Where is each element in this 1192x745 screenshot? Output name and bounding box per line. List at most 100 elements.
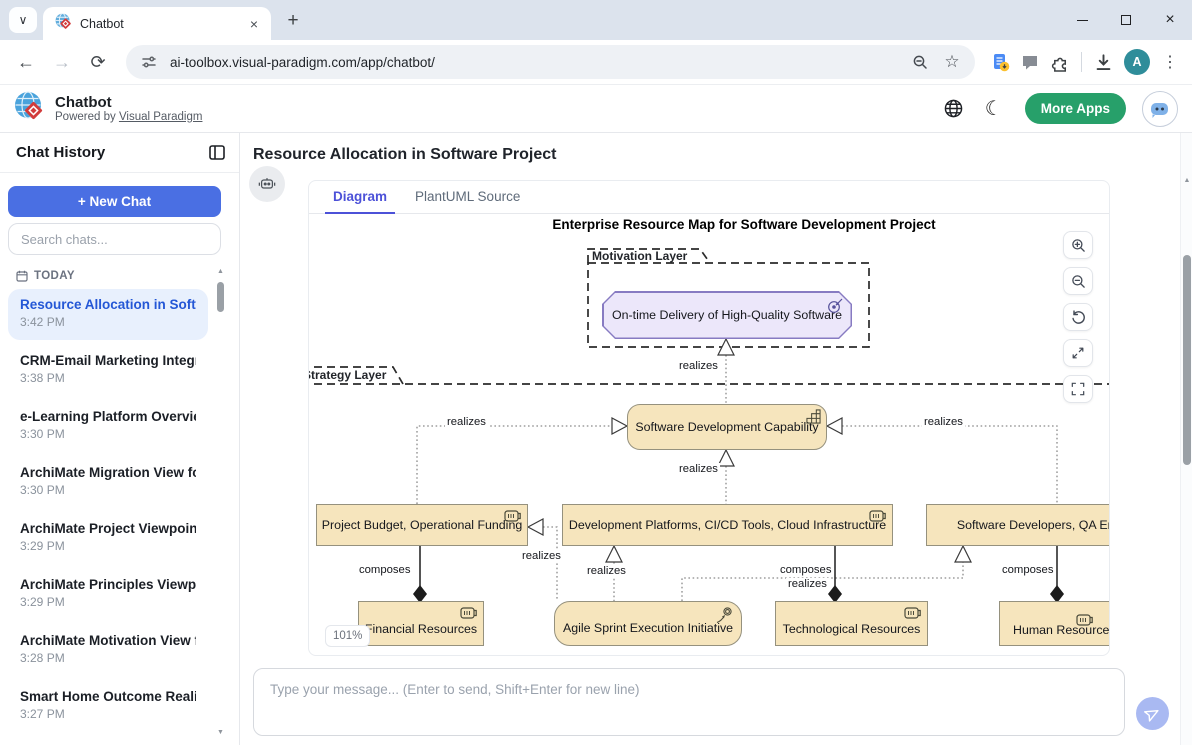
node-label: Technological Resources — [782, 621, 921, 636]
edge-label-realizes: realizes — [786, 578, 829, 591]
chat-list-item[interactable]: ArchiMate Migration View fo... 3:30 PM — [8, 457, 208, 508]
downloads-icon[interactable] — [1090, 53, 1116, 72]
tab-title: Chatbot — [80, 16, 124, 31]
edge-label-realizes: realizes — [677, 463, 720, 476]
app-title: Chatbot — [55, 93, 112, 111]
chat-item-time: 3:38 PM — [20, 371, 65, 385]
assistant-message-card: Diagram PlantUML Source Enterprise Resou… — [308, 180, 1110, 656]
diagram-canvas[interactable]: Enterprise Resource Map for Software Dev… — [309, 214, 1109, 655]
chat-extension-icon[interactable] — [1017, 53, 1043, 71]
reset-view-button[interactable] — [1063, 303, 1093, 331]
zoom-out-button[interactable] — [1063, 267, 1093, 295]
search-chats-input[interactable] — [8, 223, 221, 255]
chat-item-title: ArchiMate Migration View fo... — [20, 465, 196, 480]
dark-mode-moon-icon[interactable]: ☾ — [984, 98, 1003, 120]
collapse-sidebar-icon[interactable] — [209, 145, 225, 160]
chat-item-time: 3:30 PM — [20, 483, 65, 497]
browser-profile-avatar[interactable]: A — [1124, 49, 1150, 75]
scroll-up-icon[interactable]: ▲ — [217, 268, 224, 275]
chat-list-item[interactable]: e-Learning Platform Overview 3:30 PM — [8, 401, 208, 452]
browser-titlebar: ∨ Chatbot × + × — [0, 0, 1192, 40]
window-maximize-button[interactable] — [1104, 0, 1148, 40]
node-software-developers[interactable]: Software Developers, QA Engineers — [926, 504, 1109, 546]
today-section-header: TODAY — [16, 270, 75, 282]
chat-list-item[interactable]: Smart Home Outcome Realiz... 3:27 PM — [8, 681, 208, 732]
page-scrollbar-thumb[interactable] — [1183, 255, 1191, 465]
reload-button[interactable]: ⟳ — [90, 51, 106, 72]
chat-list-item[interactable]: CRM-Email Marketing Integr... 3:38 PM — [8, 345, 208, 396]
scroll-up-icon[interactable]: ▲ — [1183, 177, 1191, 184]
send-button[interactable] — [1136, 697, 1169, 730]
more-apps-button[interactable]: More Apps — [1024, 93, 1126, 124]
fullscreen-button[interactable] — [1063, 339, 1093, 367]
node-human-resources[interactable]: Human Resources — [999, 601, 1109, 646]
motivation-layer-label: Motivation Layer — [592, 249, 688, 263]
node-goal[interactable]: On-time Delivery of High-Quality Softwar… — [602, 291, 852, 339]
diagram-zoom-toolbar — [1063, 231, 1093, 403]
url-bar[interactable]: ai-toolbox.visual-paradigm.com/app/chatb… — [126, 45, 975, 79]
node-label: Software Developers, QA Engineers — [956, 518, 1109, 532]
page-scrollbar[interactable]: ▲ — [1180, 133, 1192, 745]
chat-list-item[interactable]: ArchiMate Project Viewpoint... 3:29 PM — [8, 513, 208, 564]
message-input[interactable] — [254, 669, 1124, 735]
visual-paradigm-link[interactable]: Visual Paradigm — [118, 110, 203, 123]
chat-item-time: 3:27 PM — [20, 707, 65, 721]
docs-extension-icon[interactable] — [987, 53, 1013, 72]
back-button[interactable]: ← — [17, 51, 35, 72]
chat-item-title: ArchiMate Principles Viewpo... — [20, 577, 196, 592]
tab-diagram[interactable]: Diagram — [321, 183, 399, 214]
browser-menu-icon[interactable]: ⋮ — [1162, 54, 1178, 71]
zoom-in-button[interactable] — [1063, 231, 1093, 259]
language-globe-icon[interactable] — [939, 99, 969, 118]
node-label: Development Platforms, CI/CD Tools, Clou… — [568, 518, 887, 532]
chat-list-item[interactable]: ArchiMate Motivation View f... 3:28 PM — [8, 625, 208, 676]
sidebar-title: Chat History — [16, 144, 106, 161]
extensions-puzzle-icon[interactable] — [1047, 53, 1073, 72]
close-icon: × — [1165, 11, 1175, 28]
resource-icon — [504, 510, 521, 522]
node-development-platforms[interactable]: Development Platforms, CI/CD Tools, Clou… — [562, 504, 893, 546]
edge-label-composes: composes — [1000, 564, 1056, 577]
zoom-level-badge: 101% — [325, 625, 371, 647]
chat-item-title: ArchiMate Motivation View f... — [20, 633, 196, 648]
app-header: Chatbot Powered by Visual Paradigm ☾ Mor… — [0, 85, 1192, 133]
node-project-budget[interactable]: Project Budget, Operational Funding — [316, 504, 528, 546]
chatbot-badge-icon[interactable] — [1142, 90, 1178, 127]
site-settings-icon[interactable] — [138, 54, 160, 70]
fit-to-view-button[interactable] — [1063, 375, 1093, 403]
browser-tab[interactable]: Chatbot × — [43, 7, 271, 40]
node-technological-resources[interactable]: Technological Resources — [775, 601, 928, 646]
node-software-development-capability[interactable]: Software Development Capability — [627, 404, 827, 450]
tab-plantuml-source[interactable]: PlantUML Source — [415, 189, 521, 204]
tab-close-icon[interactable]: × — [249, 15, 259, 32]
window-close-button[interactable]: × — [1148, 0, 1192, 40]
resource-icon — [869, 510, 886, 522]
node-label: Human Resources — [1013, 622, 1109, 637]
node-label: Agile Sprint Execution Initiative — [562, 620, 734, 635]
chat-list-item[interactable]: ArchiMate Principles Viewpo... 3:29 PM — [8, 569, 208, 620]
scroll-down-icon[interactable]: ▼ — [217, 729, 224, 736]
goal-icon — [827, 298, 843, 314]
edge-label-realizes: realizes — [520, 550, 563, 563]
node-label: Financial Resources — [364, 621, 478, 636]
new-tab-button[interactable]: + — [287, 10, 299, 31]
new-chat-button[interactable]: + New Chat — [8, 186, 221, 217]
forward-button[interactable]: → — [53, 51, 71, 72]
chat-list-item[interactable]: Resource Allocation in Softw... 3:42 PM — [8, 289, 208, 340]
sidebar-scrollbar-thumb[interactable] — [217, 282, 224, 312]
window-minimize-button[interactable] — [1060, 0, 1104, 40]
page-title: Resource Allocation in Software Project — [253, 146, 557, 163]
tab-search-chevron-icon[interactable]: ∨ — [9, 7, 37, 33]
edge-label-realizes: realizes — [922, 416, 965, 429]
diagram-title: Enterprise Resource Map for Software Dev… — [552, 217, 936, 232]
sidebar-scrollbar[interactable]: ▲ ▼ — [215, 268, 226, 740]
url-text[interactable]: ai-toolbox.visual-paradigm.com/app/chatb… — [170, 54, 435, 70]
node-financial-resources[interactable]: Financial Resources — [358, 601, 484, 646]
diagram-connectors — [309, 248, 1109, 603]
zoom-page-icon[interactable] — [909, 54, 931, 71]
edge-label-realizes: realizes — [677, 360, 720, 373]
bookmark-star-icon[interactable]: ☆ — [944, 52, 960, 71]
node-agile-sprint-initiative[interactable]: Agile Sprint Execution Initiative — [554, 601, 742, 646]
chat-item-time: 3:29 PM — [20, 595, 65, 609]
chat-item-title: e-Learning Platform Overview — [20, 409, 196, 424]
